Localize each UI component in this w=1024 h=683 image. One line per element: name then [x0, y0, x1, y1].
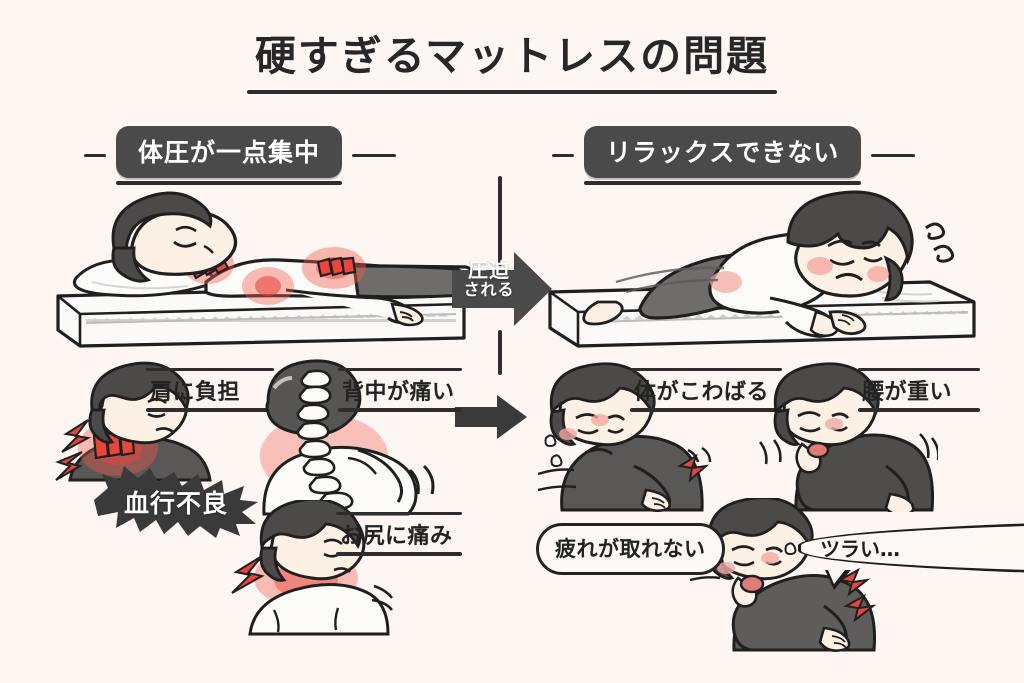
- callout-back-label: 背中が痛い: [342, 380, 455, 405]
- banner-left-underline: [116, 181, 343, 185]
- title-underline: [247, 90, 777, 94]
- badge-poor-circulation: 血行不良: [88, 462, 264, 542]
- banner-right-label: リラックスできない: [584, 126, 862, 178]
- badge-poor-circulation-label: 血行不良: [123, 489, 228, 518]
- banner-right-underline: [584, 181, 862, 185]
- lightning-icon: [837, 567, 877, 623]
- illustration-heavy-waist: [758, 362, 940, 517]
- illustration-neck-pain: [52, 360, 232, 514]
- bubble-painful-label: ツラい…: [820, 537, 900, 561]
- section-header-right: リラックスできない: [552, 126, 916, 185]
- banner-tick-left-2: [552, 154, 574, 157]
- illustration-tired-person: [689, 496, 880, 657]
- banner-tick-right: [352, 154, 397, 157]
- illustration-stiff-body: [537, 362, 718, 516]
- page-title-block: 硬すぎるマットレスの問題: [0, 22, 1024, 94]
- banner-tick-right-2: [871, 154, 916, 157]
- bubble-tail-inner: [828, 570, 845, 584]
- lightning-icon: [231, 555, 265, 594]
- center-divider-bottom: [498, 330, 502, 375]
- callout-hip-label: お尻に痛み: [340, 524, 453, 549]
- callout-stiff: 体がこわばる: [630, 368, 782, 412]
- callout-shoulder: 肩に負担: [146, 368, 274, 412]
- arrow-lower: [455, 395, 527, 439]
- arrow-compression: 圧迫 される: [452, 252, 552, 326]
- illustration-back-spine: [252, 358, 452, 522]
- callout-shoulder-label: 肩に負担: [150, 380, 241, 405]
- center-divider-top: [498, 176, 502, 266]
- banner-left-label: 体圧が一点集中: [116, 126, 343, 178]
- callout-heavy-waist-label: 腰が重い: [862, 380, 953, 405]
- callout-hip: お尻に痛み: [336, 512, 462, 556]
- section-header-left: 体圧が一点集中: [84, 126, 397, 185]
- callout-heavy-waist: 腰が重い: [858, 368, 980, 412]
- bubble-tired: 疲れが取れない: [536, 523, 725, 575]
- illustration-prone-person: [530, 186, 990, 370]
- page-title: 硬すぎるマットレスの問題: [254, 32, 770, 80]
- bubble-tired-label: 疲れが取れない: [555, 537, 706, 561]
- callout-stiff-label: 体がこわばる: [634, 380, 770, 405]
- illustration-supine-person: [36, 186, 478, 370]
- illustration-hip-pain: [226, 497, 396, 644]
- lightning-icon: [55, 419, 92, 481]
- callout-back: 背中が痛い: [338, 368, 462, 412]
- banner-tick-left: [84, 154, 106, 157]
